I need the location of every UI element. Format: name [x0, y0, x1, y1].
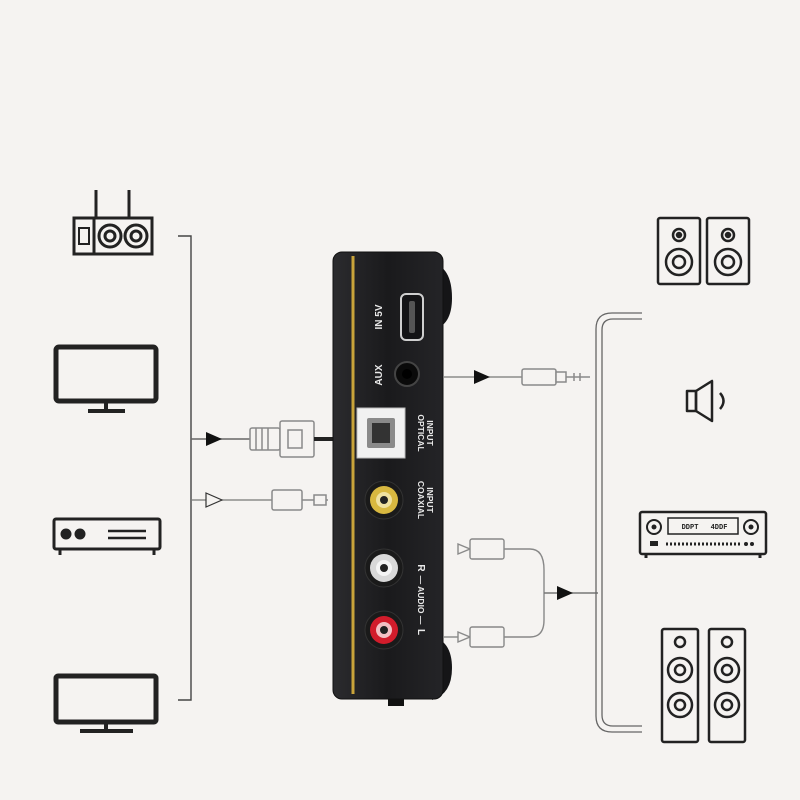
- optical-cable: [191, 420, 334, 458]
- converter-device: IN 5V AUX OPTICAL INPUT COAXIAL INPUT: [332, 251, 452, 706]
- coaxial-label-line1: COAXIAL: [416, 481, 426, 519]
- optical-arrow: [206, 432, 222, 446]
- source-bracket: [178, 235, 192, 701]
- coaxial-label-line2: INPUT: [425, 487, 435, 513]
- optical-label-line1: OPTICAL: [416, 414, 426, 451]
- audio-r-label: R: [415, 564, 426, 572]
- output-bracket-outer: [595, 312, 642, 733]
- audio-mid-label: — AUDIO —: [416, 576, 426, 625]
- audio-left-jack: [364, 610, 404, 650]
- av-receiver-icon: DDPT 4DDF: [638, 510, 768, 558]
- speaker-box-icon: [72, 190, 154, 256]
- tv-icon: [53, 344, 159, 413]
- receiver-display-left: DDPT: [682, 524, 699, 532]
- optical-label-line2: INPUT: [425, 420, 435, 446]
- rca-stereo-cable: [444, 538, 598, 648]
- coaxial-cable: [191, 489, 328, 511]
- coaxial-arrow: [205, 492, 224, 508]
- aux-cable: [444, 368, 590, 386]
- toslink-plug-icon: [249, 420, 315, 458]
- audio-l-label: L: [415, 629, 426, 635]
- aux-plug-icon: [521, 368, 590, 386]
- aux-label: AUX: [374, 364, 385, 385]
- rca-arrow: [557, 586, 573, 600]
- coaxial-jack: [364, 480, 404, 520]
- rca-plug-icon: [271, 489, 328, 511]
- aux-arrow: [474, 370, 490, 384]
- monitor-icon: [53, 673, 159, 733]
- dvd-player-icon: [52, 517, 162, 555]
- in5v-label: IN 5V: [374, 304, 385, 329]
- speaker-volume-icon: [685, 379, 725, 423]
- receiver-display-right: 4DDF: [711, 524, 728, 532]
- output-bracket-inner: [601, 318, 642, 727]
- audio-right-jack: [364, 548, 404, 588]
- floor-speakers-icon: [660, 627, 747, 744]
- bookshelf-speakers-icon: [656, 216, 751, 286]
